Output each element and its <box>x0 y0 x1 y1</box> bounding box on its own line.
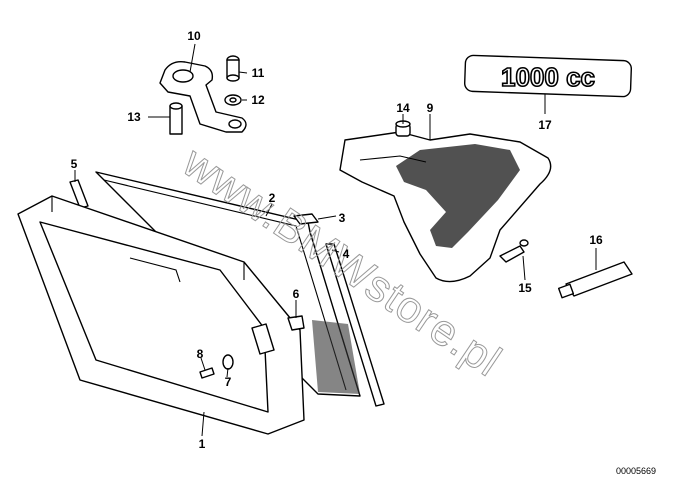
spacer-part <box>169 102 183 135</box>
part-number-11: 11 <box>252 66 265 80</box>
part-number-4: 4 <box>343 247 350 261</box>
part-number-16: 16 <box>589 233 603 247</box>
part-number-10: 10 <box>187 29 201 43</box>
washer-part <box>224 94 242 106</box>
part-number-14: 14 <box>396 101 410 115</box>
part-number-9: 9 <box>427 101 434 115</box>
screw-part <box>499 239 529 263</box>
frame-part <box>17 195 305 435</box>
tab-part <box>287 315 305 331</box>
part-number-6: 6 <box>293 287 300 301</box>
part-number-12: 12 <box>251 93 265 107</box>
part-number-17: 17 <box>538 118 552 132</box>
emblem-part: 1000 cc <box>463 54 633 98</box>
fastener-parts <box>199 323 275 379</box>
leader-lines <box>74 43 597 437</box>
clip-part <box>293 213 319 225</box>
emblem-text: 1000 cc <box>501 62 595 92</box>
part-number-13: 13 <box>127 110 141 124</box>
part-number-8: 8 <box>197 347 204 361</box>
part-number-2: 2 <box>269 191 276 205</box>
bracket-part <box>159 60 247 133</box>
diagram-code: 00005669 <box>616 466 656 476</box>
part-number-3: 3 <box>339 211 346 225</box>
tube-part <box>557 261 633 299</box>
strip-part <box>325 243 385 407</box>
part-number-1: 1 <box>199 437 206 451</box>
bolt-part <box>226 55 240 82</box>
side-cover-part <box>339 131 552 283</box>
part-number-15: 15 <box>518 281 532 295</box>
part-number-5: 5 <box>71 157 78 171</box>
part-number-7: 7 <box>225 375 232 389</box>
